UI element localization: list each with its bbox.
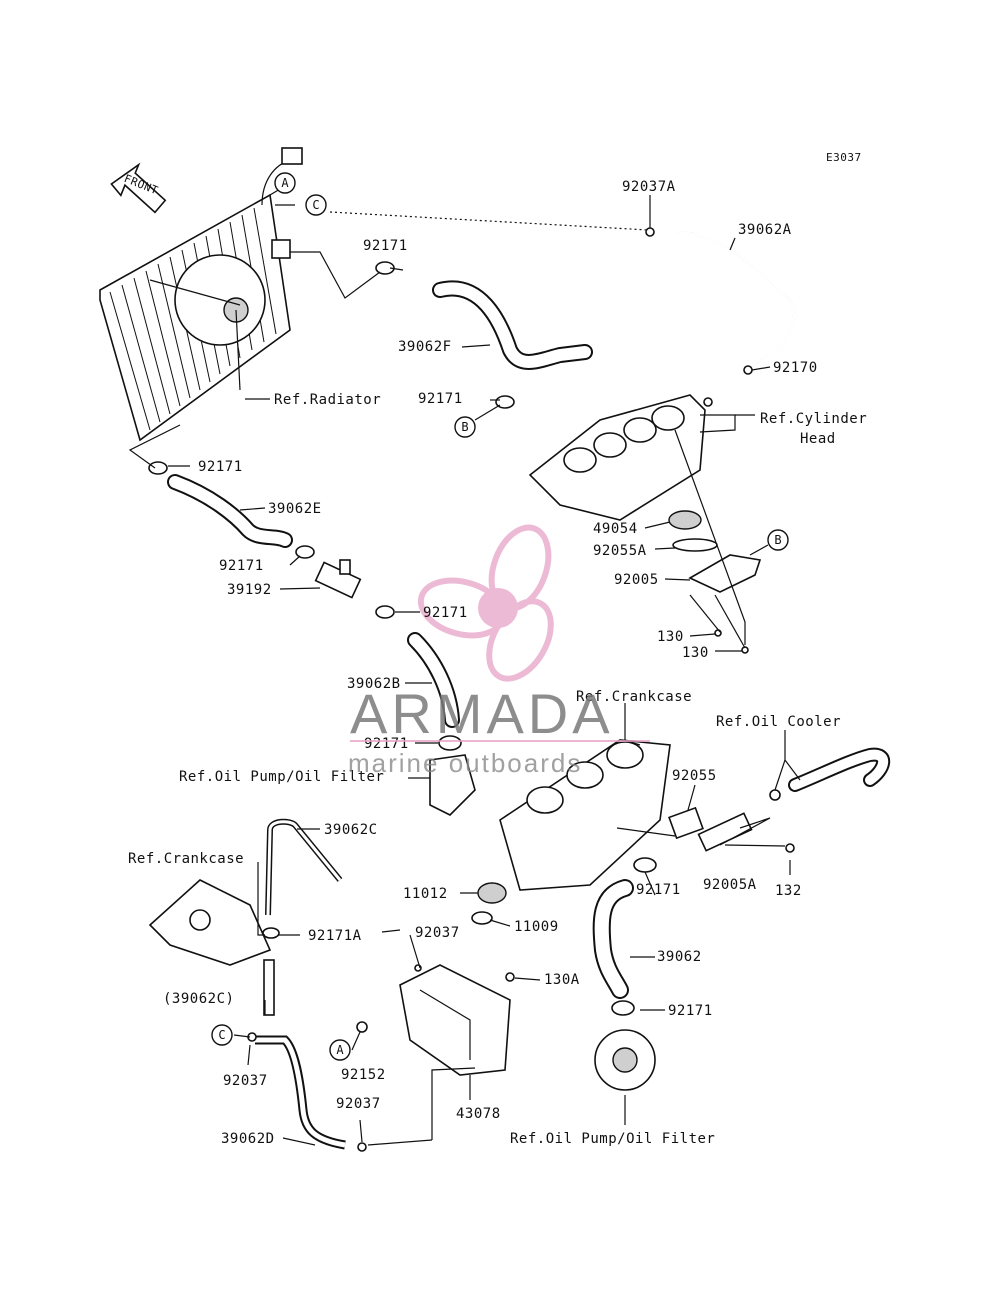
- label-ref-crankcase-left: Ref.Crankcase: [128, 851, 244, 867]
- label-92171A: 92171A: [308, 928, 362, 944]
- leader-lines: [128, 182, 801, 1146]
- label-92152: 92152: [341, 1067, 386, 1083]
- label-11012: 11012: [403, 886, 448, 902]
- label-92037-low: 92037: [336, 1096, 381, 1112]
- label-39062F: 39062F: [398, 339, 452, 355]
- watermark-tagline: marine outboards: [348, 748, 582, 778]
- label-ref-crankcase-top: Ref.Crankcase: [576, 689, 692, 705]
- gasket-92055: [668, 806, 704, 840]
- water-pump-cover-right: [594, 1029, 656, 1091]
- label-39062B: 39062B: [347, 676, 401, 692]
- crankcase: [499, 739, 671, 891]
- fitting-39192: [314, 559, 362, 599]
- label-39062D: 39062D: [221, 1131, 275, 1147]
- label-92005A: 92005A: [703, 877, 757, 893]
- label-49054: 49054: [593, 521, 638, 537]
- crankcase-left-fragment: [148, 879, 272, 966]
- hose-39062D: [255, 1035, 346, 1150]
- thermostat-49054: [668, 510, 702, 530]
- cap-11012: [477, 882, 507, 904]
- label-92171-low: 92171: [668, 1003, 713, 1019]
- thermostat-cover-92005: [688, 554, 762, 593]
- label-92037: 92037: [415, 925, 460, 941]
- hose-39062B: [407, 632, 460, 728]
- label-39062C: 39062C: [324, 822, 378, 838]
- callout-c-bottom: C: [211, 1024, 233, 1046]
- label-ref-cylinder-head-line2: Head: [800, 431, 836, 447]
- label-39062: 39062: [657, 949, 702, 965]
- reservoir-tank: [399, 964, 511, 1076]
- label-130A: 130A: [544, 972, 580, 988]
- label-39062C-paren: (39062C): [163, 991, 234, 1007]
- radiator-assembly: [99, 147, 303, 442]
- svg-text:A: A: [281, 176, 289, 190]
- label-92171-left: 92171: [198, 459, 243, 475]
- hose-39062E: [167, 474, 293, 548]
- label-132: 132: [775, 883, 802, 899]
- label-43078: 43078: [456, 1106, 501, 1122]
- callout-b-right: B: [767, 529, 789, 551]
- label-92170: 92170: [773, 360, 818, 376]
- label-92037-c: 92037: [223, 1073, 268, 1089]
- callout-c-top: C: [305, 194, 327, 216]
- label-92171-center: 92171: [423, 605, 468, 621]
- callout-a-top: A: [274, 172, 296, 194]
- label-92037A: 92037A: [622, 179, 676, 195]
- label-92171-top: 92171: [363, 238, 408, 254]
- label-130-1: 130: [657, 629, 684, 645]
- label-ref-radiator: Ref.Radiator: [274, 392, 381, 408]
- label-ref-oil-pump-bottom: Ref.Oil Pump/Oil Filter: [510, 1131, 715, 1147]
- label-ref-cylinder-head-line1: Ref.Cylinder: [760, 411, 867, 427]
- label-92171-mid: 92171: [219, 558, 264, 574]
- label-130-2: 130: [682, 645, 709, 661]
- label-39062A: 39062A: [738, 222, 792, 238]
- svg-text:B: B: [461, 420, 468, 434]
- svg-text:C: C: [218, 1028, 225, 1042]
- hose-39062A: [674, 230, 795, 372]
- callout-a-bottom: A: [329, 1039, 351, 1061]
- gasket-92055A: [672, 538, 718, 552]
- label-92171-b: 92171: [418, 391, 463, 407]
- svg-text:B: B: [774, 533, 781, 547]
- hose-39062: [592, 879, 634, 999]
- callout-b-left: B: [454, 416, 476, 438]
- label-11009: 11009: [514, 919, 559, 935]
- hose-39062F: [432, 280, 593, 370]
- svg-text:A: A: [336, 1043, 344, 1057]
- cylinder-head: [528, 394, 706, 521]
- label-ref-oil-pump-top: Ref.Oil Pump/Oil Filter: [179, 769, 384, 785]
- front-arrow-icon: FRONT: [110, 162, 167, 214]
- diagram-code: E3037: [826, 151, 862, 164]
- watermark-brand: ARMADA: [350, 682, 614, 745]
- label-39192: 39192: [227, 582, 272, 598]
- label-92055: 92055: [672, 768, 717, 784]
- label-ref-oil-cooler: Ref.Oil Cooler: [716, 714, 841, 730]
- label-92005: 92005: [614, 572, 659, 588]
- label-39062E: 39062E: [268, 501, 322, 517]
- armada-logo-icon: [417, 524, 554, 682]
- gasket-11009: [471, 911, 493, 925]
- hose-39062C: [263, 818, 343, 1016]
- label-92055A: 92055A: [593, 543, 647, 559]
- svg-text:C: C: [312, 198, 319, 212]
- water-pump-top: [429, 754, 476, 816]
- label-92171-right: 92171: [636, 882, 681, 898]
- hose-oil-cooler: [788, 747, 891, 792]
